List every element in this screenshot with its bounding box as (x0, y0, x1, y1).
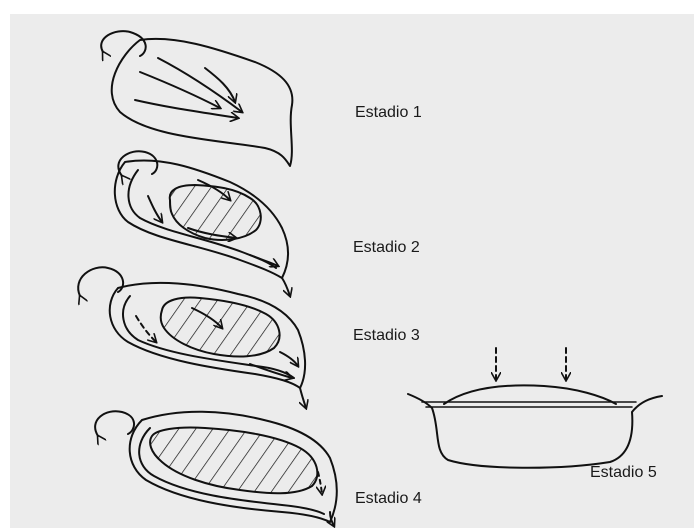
stage-2-drawing (115, 151, 290, 296)
stage-2-drip-arrow (282, 278, 290, 296)
stage-4-label: Estadio 4 (355, 490, 422, 508)
stage-5-dome (444, 385, 616, 404)
stage-4-hatched-core (150, 427, 317, 493)
stage-4-drawing (95, 411, 337, 526)
stage-1-curl-arrow (101, 31, 146, 56)
stage-3-curl-arrow (78, 267, 123, 296)
stage-3-drip-arrow (300, 388, 306, 408)
stage-2-hatched-core (170, 185, 261, 240)
stage-3-flow-arrow (280, 352, 298, 366)
stage-3-label: Estadio 3 (353, 327, 420, 345)
stage-1-label: Estadio 1 (355, 104, 422, 122)
stage-3-dashed-arrow (136, 316, 156, 342)
stage-3-flow-arrow (250, 364, 292, 378)
stage-1-outline (112, 39, 293, 166)
stage-2-label: Estadio 2 (353, 239, 420, 257)
stage-4-dashed-arrow (318, 472, 322, 494)
stage-1-flow-arrow (135, 100, 238, 118)
stage-5-label: Estadio 5 (590, 464, 657, 482)
stage-4-curl-arrow (95, 411, 134, 436)
stage-3-drawing (78, 267, 306, 408)
stage-1-drawing (101, 31, 292, 166)
stage-5-basin (408, 394, 662, 468)
stage-5-drawing (408, 348, 662, 468)
stage-2-flow-arrow (148, 196, 162, 222)
